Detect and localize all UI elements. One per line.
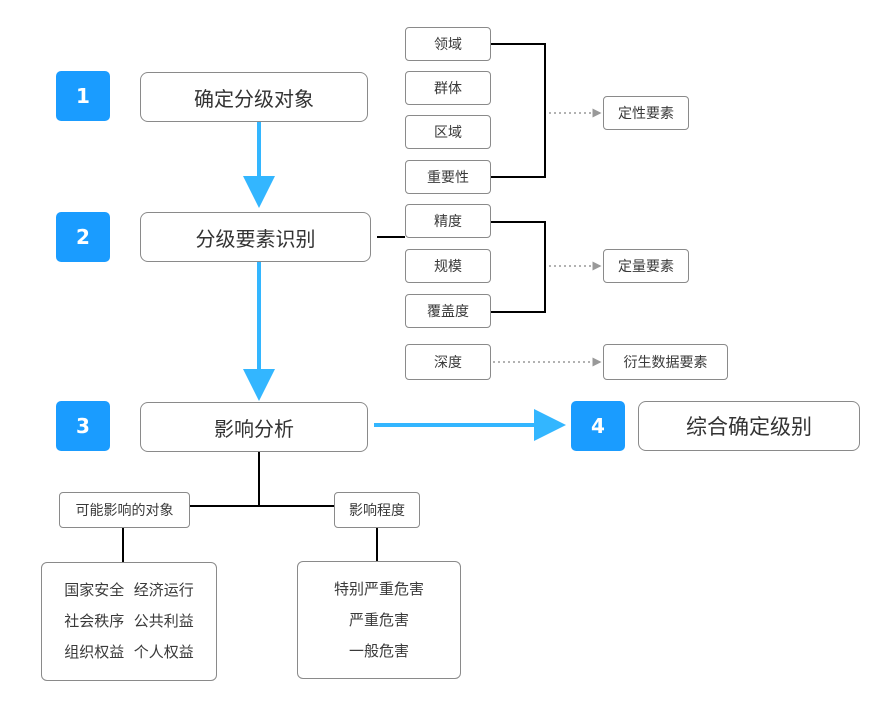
qualitative-category: 定性要素 [603, 96, 689, 130]
factor-qunti: 群体 [405, 71, 491, 105]
factor-quyu: 区域 [405, 115, 491, 149]
factor-shendu: 深度 [405, 344, 491, 380]
factor-lingyu: 领域 [405, 27, 491, 61]
impact-degree-row: 特别严重危害 [333, 580, 424, 598]
step-2-badge: 2 [56, 212, 110, 262]
step-1-badge: 1 [56, 71, 110, 121]
impact-objects-list: 国家安全 经济运行 社会秩序 公共利益 组织权益 个人权益 [41, 562, 217, 681]
impact-degree-row: 一般危害 [348, 642, 409, 660]
step-4-box: 综合确定级别 [638, 401, 860, 451]
impact-degree-list: 特别严重危害 严重危害 一般危害 [297, 561, 461, 679]
step-3-box: 影响分析 [140, 402, 368, 452]
impact-objects-row: 国家安全 经济运行 [64, 581, 194, 599]
qualitative-bracket [491, 43, 546, 178]
step-4-badge: 4 [571, 401, 625, 451]
derived-category: 衍生数据要素 [603, 344, 728, 380]
step-2-box: 分级要素识别 [140, 212, 371, 262]
step-1-box: 确定分级对象 [140, 72, 368, 122]
quantitative-category: 定量要素 [603, 249, 689, 283]
impact-degree-title: 影响程度 [334, 492, 420, 528]
impact-objects-row: 社会秩序 公共利益 [64, 612, 194, 630]
impact-objects-row: 组织权益 个人权益 [64, 643, 194, 661]
factor-guimo: 规模 [405, 249, 491, 283]
impact-degree-row: 严重危害 [348, 611, 409, 629]
quantitative-bracket [491, 221, 546, 313]
impact-objects-title: 可能影响的对象 [59, 492, 190, 528]
factor-jingdu: 精度 [405, 204, 491, 238]
factor-zhongyaoxing: 重要性 [405, 160, 491, 194]
step-3-badge: 3 [56, 401, 110, 451]
factor-fugaidu: 覆盖度 [405, 294, 491, 328]
